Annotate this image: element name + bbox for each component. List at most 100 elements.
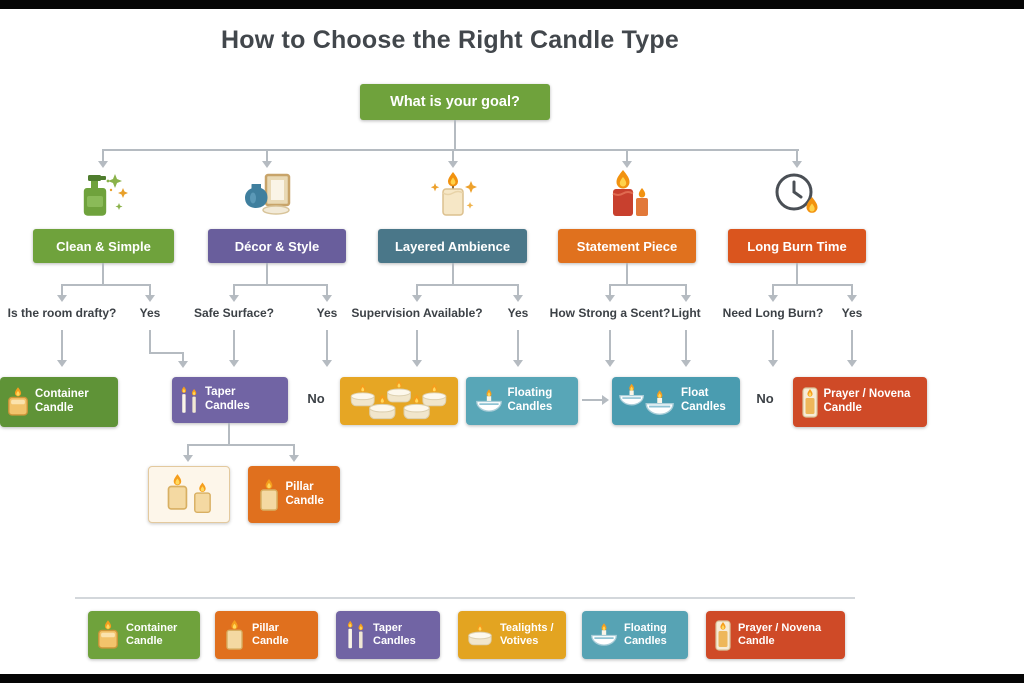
answer-label: Yes <box>316 306 338 320</box>
connector-line <box>266 149 268 162</box>
connector-line <box>416 284 519 286</box>
branch-statement-piece: Statement Piece <box>558 229 696 263</box>
arrowhead <box>513 360 523 367</box>
pillar-candles-illustration <box>157 470 221 520</box>
connector-line <box>233 284 328 286</box>
connector-line <box>609 330 611 361</box>
arrowhead <box>681 360 691 367</box>
legend-label: Tealights / Votives <box>500 622 554 647</box>
result-float-candles: Float Candles <box>612 377 740 425</box>
connector-line <box>796 263 798 284</box>
spray-bottle-sparkles-icon <box>75 168 131 224</box>
connector-line <box>416 330 418 361</box>
result-taper-candles: Taper Candles <box>172 377 288 423</box>
connector-line <box>626 263 628 284</box>
arrowhead <box>605 295 615 302</box>
connector-line <box>626 149 628 162</box>
legend-pillar-candle: Pillar Candle <box>215 611 318 659</box>
result-prayer-novena-candle: Prayer / Novena Candle <box>793 377 927 427</box>
connector-line <box>685 330 687 361</box>
legend-floating-candles: Floating Candles <box>582 611 688 659</box>
pillar-candle-icon <box>223 620 246 650</box>
connector-line <box>452 149 454 162</box>
legend-label: Floating Candles <box>624 622 667 647</box>
connector-line <box>416 284 418 296</box>
arrowhead <box>448 161 458 168</box>
connector-line <box>326 284 328 296</box>
floating-candle-icon <box>475 389 503 414</box>
arrowhead <box>412 360 422 367</box>
branch-decor-style: Décor & Style <box>208 229 346 263</box>
legend-tealights-votives: Tealights / Votives <box>458 611 566 659</box>
connector-line <box>582 399 603 401</box>
page-title: How to Choose the Right Candle Type <box>221 26 679 54</box>
container-candle-icon <box>96 620 120 650</box>
arrowhead <box>605 360 615 367</box>
legend-container-candle: Container Candle <box>88 611 200 659</box>
prayer-candle-icon <box>714 618 732 652</box>
taper-candles-icon <box>344 620 367 650</box>
legend-prayer-novena-candle: Prayer / Novena Candle <box>706 611 845 659</box>
connector-line <box>326 330 328 361</box>
clock-flame-icon <box>769 168 825 224</box>
tealight-candles-illustration <box>346 380 452 422</box>
arrowhead <box>183 455 193 462</box>
connector-line <box>102 149 799 151</box>
arrowhead <box>57 360 67 367</box>
no-branch-label: No <box>307 391 325 406</box>
branch-clean-simple: Clean & Simple <box>33 229 174 263</box>
connector-line <box>609 284 611 296</box>
connector-line <box>851 284 853 296</box>
connector-line <box>233 284 235 296</box>
arrowhead <box>622 161 632 168</box>
root-goal-node: What is your goal? <box>360 84 550 120</box>
connector-line <box>772 284 774 296</box>
connector-line <box>61 284 151 286</box>
arrowhead <box>322 360 332 367</box>
floating-candle-icon <box>590 623 618 648</box>
connector-line <box>102 263 104 284</box>
top-letterbox-bar <box>0 0 1024 9</box>
arrowhead <box>412 295 422 302</box>
legend-label: Container Candle <box>126 622 178 647</box>
branch-layered-ambience: Layered Ambience <box>378 229 527 263</box>
connector-line <box>149 284 151 296</box>
connector-line <box>61 330 63 361</box>
arrowhead <box>229 295 239 302</box>
red-candle-flame-icon <box>599 168 655 224</box>
branch-long-burn-time: Long Burn Time <box>728 229 866 263</box>
connector-line <box>266 263 268 284</box>
connector-line <box>772 330 774 361</box>
legend-taper-candles: Taper Candles <box>336 611 440 659</box>
arrowhead <box>178 361 188 368</box>
taper-candles-icon <box>178 386 200 414</box>
result-label: Container Candle <box>35 388 89 414</box>
result-floating-candles: Floating Candles <box>466 377 578 425</box>
arrowhead <box>681 295 691 302</box>
connector-line <box>61 284 63 296</box>
legend-label: Prayer / Novena Candle <box>738 622 822 647</box>
container-candle-icon <box>6 387 30 417</box>
connector-line <box>228 423 230 445</box>
legend-divider <box>75 597 855 599</box>
legend-label: Pillar Candle <box>252 622 289 647</box>
pillar-candle-icon <box>257 479 281 511</box>
arrowhead <box>262 161 272 168</box>
pillar-candles-image <box>148 466 230 523</box>
answer-label: Yes <box>139 306 161 320</box>
legend-label: Taper Candles <box>373 622 416 647</box>
result-label: Floating Candles <box>507 387 553 413</box>
arrowhead <box>847 360 857 367</box>
tealight-icon <box>466 623 494 648</box>
arrowhead <box>145 295 155 302</box>
arrowhead <box>98 161 108 168</box>
candle-sparkles-icon <box>425 168 481 224</box>
arrowhead <box>792 161 802 168</box>
question-label: Supervision Available? <box>351 306 483 320</box>
arrowhead <box>768 360 778 367</box>
arrowhead <box>322 295 332 302</box>
connector-line <box>609 284 687 286</box>
arrowhead <box>229 360 239 367</box>
vase-and-frame-icon <box>239 168 295 224</box>
